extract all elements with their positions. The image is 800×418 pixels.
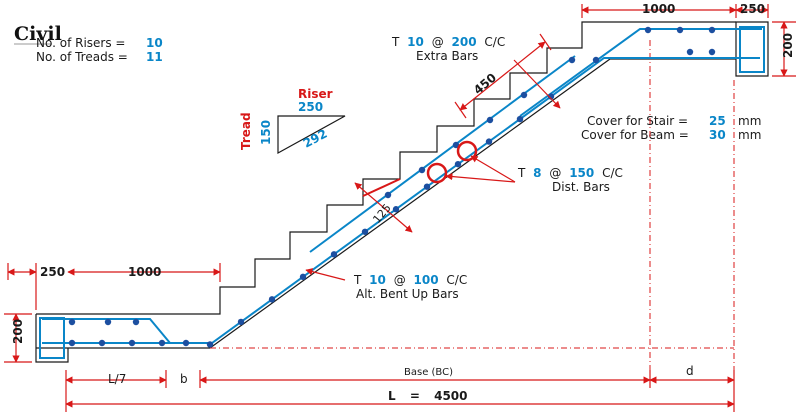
bent-bars-spec: T 10 @ 100 C/C [353,273,467,287]
total-length-label: L = 4500 [388,389,468,403]
d-dim: d [686,364,694,378]
riser-label: Riser [298,87,333,101]
rebar-dot [644,26,652,34]
rebar-dot [68,339,76,347]
cover-stair-value: 25 [709,114,726,128]
top-beam-dim: 250 [740,2,765,16]
rebar-dot [98,339,106,347]
risers-label: No. of Risers = [36,36,125,50]
rebar-dot [592,56,600,64]
leaders [305,33,561,281]
reinforcement-bars [39,26,765,359]
rebar-dot [708,48,716,56]
rebar-dot [182,339,190,347]
bottom-landing-dim: 1000 [128,265,161,279]
diagonal-value: 292 [301,127,330,151]
stair-outline [35,21,769,363]
bottom-landing-bar [42,318,171,344]
bent-bars-name: Alt. Bent Up Bars [356,287,459,301]
bottom-left-dimensions [4,263,221,363]
rebar-dot [520,91,528,99]
rebar-dot [206,341,214,348]
top-beam-stirrup [739,26,765,73]
top-dimensions [581,4,796,77]
logo-text: Civil [14,23,62,45]
bottom-beam-depth-dim: 200 [11,319,25,344]
top-landing-bar [519,28,762,117]
rebar-dot [454,160,462,168]
rebar-dot [686,48,694,56]
dist-bars-name: Dist. Bars [552,180,610,194]
b-dim: b [180,372,188,386]
treads-label: No. of Treads = [36,50,128,64]
bottom-beam-dim: 250 [40,265,65,279]
rebar-dot [547,93,555,100]
bottom-beam-stirrup [39,317,65,359]
tread-value: 150 [259,120,273,145]
dist-bar-highlight-2 [456,140,478,162]
cover-beam-value: 30 [709,128,726,142]
step-marker [362,178,401,197]
rebar-dot [486,116,494,124]
cover-beam-unit: mm [738,128,761,142]
rebar-dot [568,56,576,64]
rebar-dot [104,318,112,326]
riser-value: 250 [298,100,323,114]
cover-stair-label: Cover for Stair = [587,114,688,128]
civil-logo: Civil [14,23,62,45]
rebar-dot [128,339,136,347]
bottom-dimensions [65,370,735,412]
incline-top-bar [309,55,576,253]
rebar-dot [423,183,431,190]
rebar-dot [516,115,524,123]
risers-value: 10 [146,36,163,50]
riser-tread-triangle: Riser 250 Tread 150 292 [239,87,346,155]
construction-lines [210,40,735,380]
top-landing-dim: 1000 [642,2,675,16]
top-beam-depth-dim: 200 [781,33,795,58]
base-dim: Base (BC) [404,367,453,378]
rebar-dot [452,141,460,149]
rebar-dot [68,318,76,326]
extra-bars-spec: T 10 @ 200 C/C [391,35,505,49]
rebar-dot [418,166,426,174]
dist-bars-spec: T 8 @ 150 C/C [517,166,623,180]
rebar-dot [485,138,493,145]
l7-dim: L/7 [108,372,126,386]
rebar-dot [384,191,392,199]
rebar-dot [268,296,276,303]
extra-length-value: 450 [471,70,499,97]
rebar-dot [299,273,307,281]
cover-stair-unit: mm [738,114,761,128]
rebar-dot [237,318,245,326]
rebar-dot [330,251,338,258]
cover-beam-label: Cover for Beam = [581,128,689,142]
treads-value: 11 [146,50,163,64]
rebar-dot [392,206,400,213]
extra-bars-name: Extra Bars [416,49,478,63]
rebar-dot [158,339,166,347]
rebar-dot [132,318,140,326]
rebar-dot [361,228,369,235]
rebar-dot [708,26,716,34]
rebar-dot [676,26,684,34]
tread-label: Tread [239,112,253,150]
